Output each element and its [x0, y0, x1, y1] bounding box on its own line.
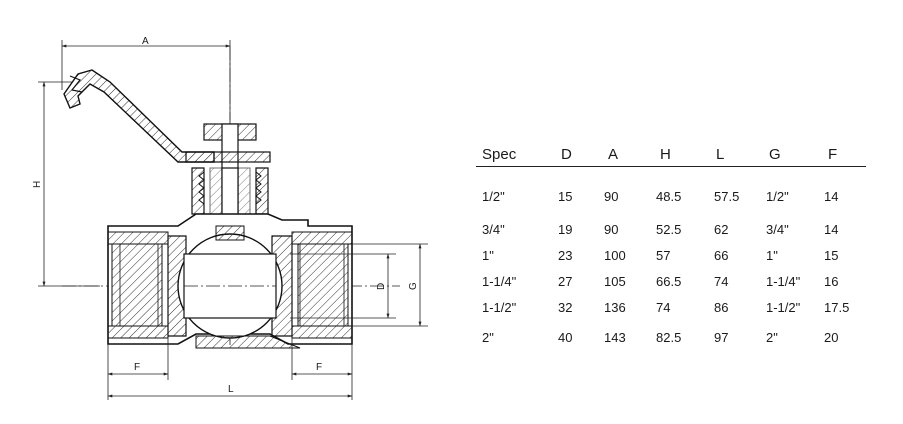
table-row: 1" 23 100 57 66 1" 15: [476, 248, 866, 266]
cell-h: 52.5: [656, 222, 682, 237]
dim-label-f-left: F: [134, 362, 140, 373]
cell-g: 1-1/4": [766, 274, 801, 289]
dim-label-g: G: [408, 282, 419, 290]
cell-d: 40: [558, 330, 573, 345]
table-row: 3/4" 19 90 52.5 62 3/4" 14: [476, 222, 866, 240]
dimension-labels: A H D G F F L: [32, 36, 419, 395]
cell-h: 57: [656, 248, 671, 263]
cell-h: 66.5: [656, 274, 682, 289]
header-a: A: [608, 146, 619, 163]
cell-spec: 1/2": [482, 189, 505, 204]
cell-f: 14: [824, 222, 839, 237]
ball-valve-section-drawing: A H D G F F L: [32, 36, 428, 400]
header-l: L: [716, 146, 725, 163]
cell-a: 136: [604, 300, 626, 315]
cell-g: 3/4": [766, 222, 789, 237]
cell-spec: 1-1/2": [482, 300, 517, 315]
dim-label-a: A: [142, 36, 149, 47]
cell-f: 17.5: [824, 300, 850, 315]
header-d: D: [561, 146, 572, 163]
stem-assembly: [185, 123, 271, 227]
cell-d: 32: [558, 300, 573, 315]
header-g: G: [769, 146, 781, 163]
cell-f: 20: [824, 330, 839, 345]
table-row: 1-1/4" 27 105 66.5 74 1-1/4" 16: [476, 274, 866, 292]
dim-label-h: H: [32, 181, 43, 188]
cell-f: 16: [824, 274, 839, 289]
dimension-lines: [38, 40, 428, 400]
cell-h: 48.5: [656, 189, 682, 204]
handle-lever: [63, 69, 215, 163]
dim-label-f-right: F: [316, 362, 322, 373]
table-row: 1-1/2" 32 136 74 86 1-1/2" 17.5: [476, 300, 866, 318]
cell-g: 1-1/2": [766, 300, 801, 315]
cell-l: 66: [714, 248, 729, 263]
cell-g: 1": [766, 248, 778, 263]
cell-spec: 1": [482, 248, 494, 263]
cell-h: 74: [656, 300, 671, 315]
cell-d: 15: [558, 189, 573, 204]
cell-spec: 3/4": [482, 222, 505, 237]
cell-f: 14: [824, 189, 839, 204]
spec-table-header: Spec D A H L G F: [476, 140, 866, 167]
cell-a: 143: [604, 330, 626, 345]
cell-a: 100: [604, 248, 626, 263]
cell-l: 62: [714, 222, 729, 237]
cell-a: 90: [604, 189, 619, 204]
spec-table: Spec D A H L G F 1/2" 15 90 48.5 57.5 1/…: [476, 140, 866, 348]
cell-g: 2": [766, 330, 778, 345]
cell-a: 90: [604, 222, 619, 237]
cell-spec: 2": [482, 330, 494, 345]
table-row: 2" 40 143 82.5 97 2" 20: [476, 330, 866, 348]
cell-h: 82.5: [656, 330, 682, 345]
cell-l: 57.5: [714, 189, 740, 204]
cell-g: 1/2": [766, 189, 789, 204]
table-row: 1/2" 15 90 48.5 57.5 1/2" 14: [476, 189, 866, 207]
header-spec: Spec: [482, 146, 517, 163]
cell-spec: 1-1/4": [482, 274, 517, 289]
cell-l: 97: [714, 330, 729, 345]
cell-a: 105: [604, 274, 626, 289]
dim-label-l: L: [228, 384, 234, 395]
cell-l: 74: [714, 274, 729, 289]
valve-body: [107, 213, 353, 349]
cell-d: 19: [558, 222, 573, 237]
cell-l: 86: [714, 300, 729, 315]
header-h: H: [660, 146, 671, 163]
cell-f: 15: [824, 248, 839, 263]
cell-d: 27: [558, 274, 573, 289]
dim-label-d: D: [376, 283, 387, 290]
cell-d: 23: [558, 248, 573, 263]
header-f: F: [828, 146, 838, 163]
